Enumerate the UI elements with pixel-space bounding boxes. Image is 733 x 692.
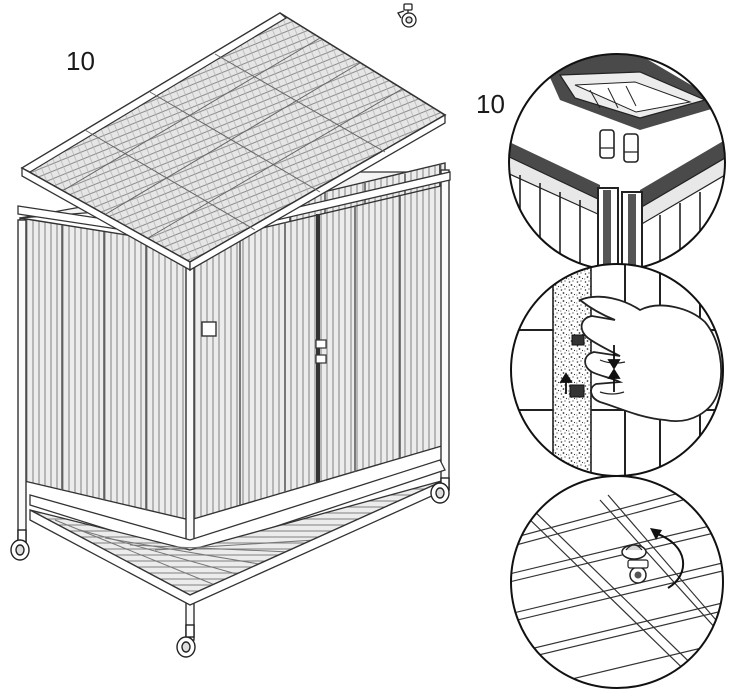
connector-detail-icon [508, 53, 726, 271]
cage-assembly-icon [10, 12, 451, 658]
step-number-main: 10 [66, 46, 95, 76]
hand-clip-detail-icon [510, 263, 724, 477]
step-number-detail: 10 [476, 89, 505, 119]
rotate-latch-detail-icon [510, 475, 724, 689]
caster-wheel-icon [397, 3, 417, 28]
